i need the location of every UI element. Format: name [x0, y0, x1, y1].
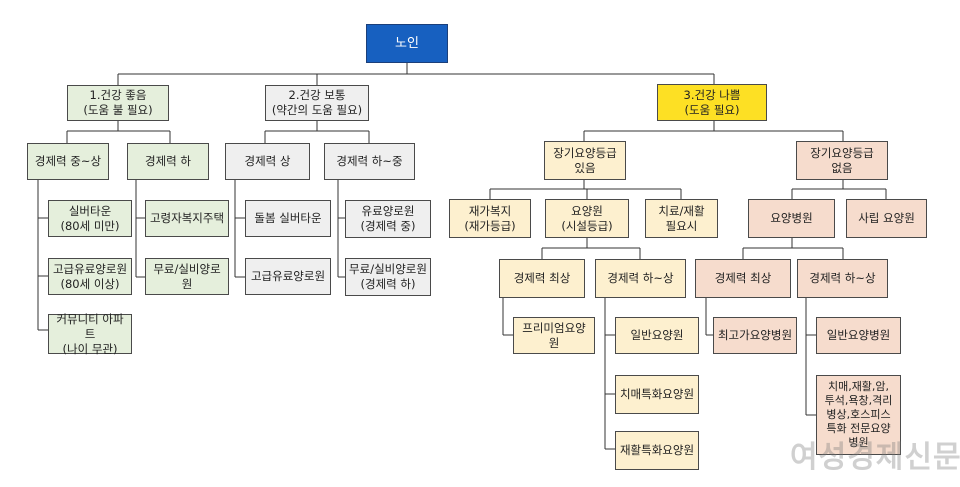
good-wealth-mid-high-node: 경제력 중~상 — [27, 143, 109, 180]
watermark-text: 여성경제신문 — [790, 440, 960, 475]
premium-facility-node: 프리미엄요양원 — [513, 317, 595, 354]
treatment-rehab-node: 치료/재활 필요시 — [645, 199, 718, 238]
hospital-wealth-top-node: 경제력 최상 — [695, 259, 791, 298]
normal-wealth-high-node: 경제력 상 — [225, 143, 310, 180]
luxury-hospital-node: 최고가요양병원 — [713, 317, 797, 354]
normal-wealth-low-mid-node: 경제력 하~중 — [324, 143, 415, 180]
health-normal-node: 2.건강 보통 (약간의 도움 필요) — [265, 85, 369, 121]
health-good-node: 1.건강 좋음 (도움 불 필요) — [67, 85, 169, 121]
free-home-normal-node: 무료/실비양로원 (경제력 하) — [345, 258, 431, 296]
free-home-good-node: 무료/실비양로원 — [145, 258, 229, 295]
rehab-facility-node: 재활특화요양원 — [615, 431, 699, 470]
premium-home-normal-node: 고급유료양로원 — [245, 258, 331, 295]
dementia-facility-node: 치매특화요양원 — [615, 375, 699, 414]
health-bad-node: 3.건강 나쁨 (도움 필요) — [657, 84, 767, 121]
home-care-node: 재가복지 (재가등급) — [449, 199, 531, 238]
private-facility-node: 사립 요양원 — [846, 199, 927, 238]
nursing-facility-node: 요양원 (시설등급) — [545, 199, 629, 238]
general-hospital-node: 일반요양병원 — [816, 317, 901, 354]
community-apartment-node: 커뮤니티 아파트 (나이 무관) — [48, 312, 132, 356]
specialized-hospital-node: 치매,재활,암, 투석,욕창,격리 병상,호스피스 특화 전문요양 병원 — [816, 375, 901, 455]
facility-wealth-top-node: 경제력 최상 — [499, 259, 585, 298]
good-wealth-low-node: 경제력 하 — [127, 143, 209, 180]
ltc-grade-no-node: 장기요양등급 없음 — [796, 141, 888, 180]
hospital-wealth-low-high-node: 경제력 하~상 — [797, 259, 888, 298]
facility-wealth-low-high-node: 경제력 하~상 — [595, 259, 686, 298]
care-silver-town-node: 돌봄 실버타운 — [245, 200, 331, 237]
root-node: 노인 — [366, 24, 448, 63]
ltc-grade-yes-node: 장기요양등급 있음 — [544, 141, 626, 180]
general-facility-node: 일반요양원 — [615, 317, 699, 354]
nursing-hospital-node: 요양병원 — [748, 199, 835, 238]
silver-town-node: 실버타운 (80세 미만) — [48, 200, 132, 237]
paid-home-node: 유료양로원 (경제력 중) — [345, 200, 431, 238]
senior-housing-node: 고령자복지주택 — [145, 200, 229, 237]
premium-home-good-node: 고급유료양로원 (80세 이상) — [48, 258, 132, 295]
